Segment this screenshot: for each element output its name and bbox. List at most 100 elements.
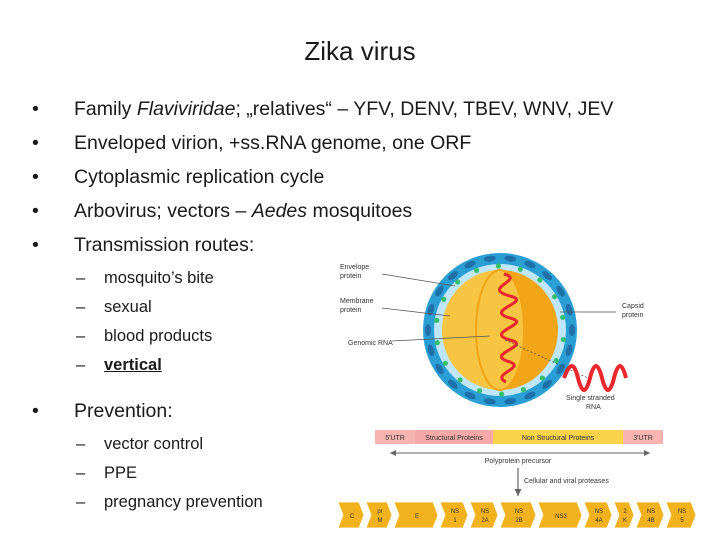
protein-segment bbox=[499, 501, 537, 529]
route-item: –blood products bbox=[32, 322, 692, 351]
envelope-protein-mark bbox=[542, 271, 553, 281]
membrane-protein-dot bbox=[474, 267, 480, 273]
bullet-arbovirus-suffix: mosquitoes bbox=[307, 200, 413, 222]
prevention-item-label: pregnancy prevention bbox=[104, 493, 263, 511]
protein-segment-label-bottom: 4A bbox=[595, 518, 602, 524]
prevention-list: –vector control –PPE –pregnancy preventi… bbox=[32, 430, 692, 517]
protein-segment-label-bottom: 5 bbox=[680, 518, 684, 524]
prevention-item-label: PPE bbox=[104, 464, 138, 482]
protein-segment-label-top: NS bbox=[595, 509, 603, 515]
bullet-list: • Family Flaviviridae; „relatives“ – YFV… bbox=[32, 92, 692, 521]
bullet-prevention-text: Prevention: bbox=[74, 400, 173, 422]
zika-virion-figure: Envelope protein Membrane protein Genomi… bbox=[320, 250, 720, 540]
protein-segment bbox=[393, 501, 439, 529]
envelope-protein-mark bbox=[464, 260, 476, 269]
label-membrane-protein: Membrane protein bbox=[340, 298, 375, 314]
route-item: –sexual bbox=[32, 293, 692, 322]
bullet-virion: • Enveloped virion, +ss.RNA genome, one … bbox=[32, 126, 692, 160]
bullet-arbovirus: • Arbovirus; vectors – Aedes mosquitoes bbox=[32, 194, 692, 228]
dash-marker: – bbox=[76, 269, 86, 287]
envelope-protein-mark bbox=[425, 324, 431, 336]
envelope-protein-mark bbox=[565, 344, 573, 357]
single-stranded-rna-zoom bbox=[562, 364, 628, 392]
protein-segment bbox=[583, 501, 613, 529]
membrane-protein-dot bbox=[457, 377, 463, 383]
membrane-protein-dot bbox=[517, 266, 523, 272]
leader-membrane bbox=[381, 307, 451, 317]
label-polyprotein-precursor: Polyprotein precursor bbox=[485, 458, 552, 465]
route-item: –vertical bbox=[32, 351, 692, 380]
protein-segment-label-bottom: M bbox=[378, 518, 383, 524]
route-item: –mosquito’s bite bbox=[32, 264, 692, 293]
envelope-protein-mark bbox=[524, 391, 536, 400]
bullet-arbovirus-prefix: Arbovirus; vectors – bbox=[74, 200, 252, 222]
genome-organization-bar: 5'UTR Structural Proteins Non Structural… bbox=[375, 430, 663, 444]
envelope-protein-mark bbox=[464, 391, 476, 400]
zika-virion-svg: Envelope protein Membrane protein Genomi… bbox=[337, 253, 697, 529]
bullet-family: • Family Flaviviridae; „relatives“ – YFV… bbox=[32, 92, 692, 126]
protein-segment-label-top: NS bbox=[678, 509, 686, 515]
protein-segment-label-bottom: C bbox=[350, 514, 355, 520]
utr-3-box bbox=[623, 430, 663, 444]
bullet-dot: • bbox=[32, 166, 39, 188]
envelope-protein-mark bbox=[504, 255, 517, 262]
membrane-protein-dot bbox=[560, 337, 566, 343]
dash-marker: – bbox=[76, 356, 86, 374]
bullet-family-italic: Flaviviridae bbox=[136, 98, 236, 120]
bullet-prevention: • Prevention: bbox=[32, 394, 692, 428]
protein-segment-label-bottom: 1 bbox=[453, 518, 457, 524]
capsid-core bbox=[475, 269, 525, 391]
membrane-protein-dot bbox=[520, 387, 526, 393]
label-genomic-rna: Genomic RNA bbox=[348, 340, 393, 347]
protein-segment-label-top: 2 bbox=[623, 509, 627, 515]
protein-segment bbox=[365, 501, 393, 529]
virion-particle bbox=[423, 253, 577, 407]
transmission-routes-list: –mosquito’s bite –sexual –blood products… bbox=[32, 264, 692, 380]
membrane-protein-dot bbox=[442, 360, 448, 366]
envelope-protein-mark bbox=[556, 363, 565, 375]
protein-segment-label-top: NS bbox=[481, 509, 489, 515]
envelope-protein-mark bbox=[569, 324, 575, 336]
slide-title: Zika virus bbox=[304, 36, 416, 66]
protein-segment-label-top: pr bbox=[377, 509, 382, 515]
protein-segment-label-bottom: 2A bbox=[481, 518, 488, 524]
route-item-label-vertical: vertical bbox=[104, 356, 162, 374]
bullet-family-prefix: Family bbox=[74, 98, 137, 120]
membrane-protein-dot bbox=[441, 296, 447, 302]
dash-marker: – bbox=[76, 435, 86, 453]
envelope-protein-mark bbox=[435, 363, 444, 375]
label-3utr: 3'UTR bbox=[633, 435, 653, 442]
membrane-protein-dot bbox=[537, 277, 543, 283]
envelope-protein-mark bbox=[435, 285, 444, 297]
envelope-protein-mark bbox=[483, 398, 496, 405]
bullet-dot: • bbox=[32, 234, 39, 256]
protein-segment bbox=[439, 501, 469, 529]
protein-segment-label-top: NS bbox=[451, 509, 459, 515]
bullet-replication: • Cytoplasmic replication cycle bbox=[32, 160, 692, 194]
protein-segment bbox=[537, 501, 583, 529]
label-single-stranded-rna: Single stranded RNA bbox=[566, 395, 617, 411]
dash-marker: – bbox=[76, 464, 86, 482]
membrane-protein-dot bbox=[495, 263, 501, 269]
route-item-label: blood products bbox=[104, 327, 213, 345]
prevention-item-label: vector control bbox=[104, 435, 204, 453]
protein-segment bbox=[665, 501, 697, 529]
envelope-protein-cluster bbox=[425, 255, 575, 405]
membrane-protein-dot bbox=[499, 391, 505, 397]
label-cellular-viral-proteases: Cellular and viral proteases bbox=[524, 478, 609, 485]
envelope-protein-mark bbox=[447, 379, 458, 389]
protein-segment-label-top: NS bbox=[515, 509, 523, 515]
envelope-protein-mark bbox=[427, 344, 435, 357]
membrane-protein-dot bbox=[553, 358, 559, 364]
dash-marker: – bbox=[76, 493, 86, 511]
envelope-protein-mark bbox=[542, 379, 553, 389]
structural-proteins-box bbox=[415, 430, 493, 444]
label-capsid-protein: Capsid protein bbox=[622, 303, 646, 319]
bullet-dot: • bbox=[32, 98, 39, 120]
dash-marker: – bbox=[76, 327, 86, 345]
nonstructural-proteins-box bbox=[493, 430, 623, 444]
prevention-item: –pregnancy prevention bbox=[32, 488, 692, 517]
membrane-protein-dot bbox=[539, 375, 545, 381]
bullet-family-suffix: ; „relatives“ – YFV, DENV, TBEV, WNV, JE… bbox=[235, 98, 614, 120]
